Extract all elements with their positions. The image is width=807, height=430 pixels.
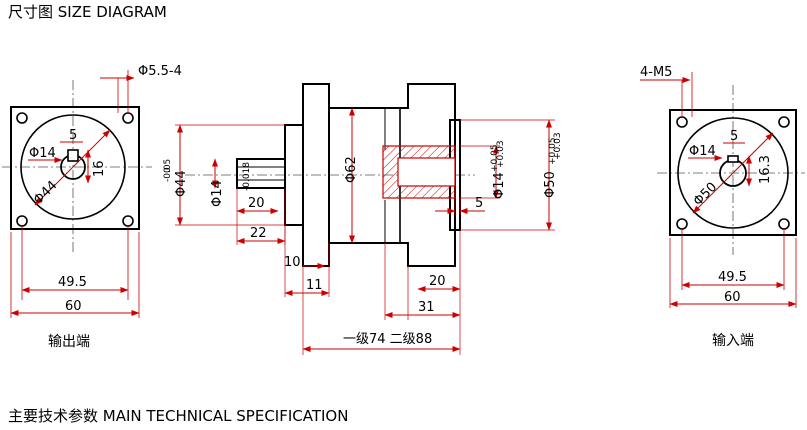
dim-bore-dia: Φ14 xyxy=(492,172,507,199)
tol-adaptor-lower: +0.03 xyxy=(553,132,563,160)
flange-outline xyxy=(669,109,797,236)
tol-pilot-lower: -0.05 xyxy=(163,159,173,182)
tol-bore-lower: +0.03 xyxy=(496,140,506,168)
dim-adaptor-dia: Φ50 xyxy=(543,171,558,198)
dim-input-length: 20 xyxy=(429,274,446,289)
dim-shaft-length: 20 xyxy=(248,196,265,211)
hole-callout: 4-M5 xyxy=(640,65,672,80)
bolt-hole xyxy=(16,215,28,227)
bolt-hole xyxy=(778,218,790,230)
bolt-hole xyxy=(122,215,134,227)
tol-shaft: -0.018 xyxy=(242,162,252,191)
dim-flange-thickness: 11 xyxy=(306,278,323,293)
output-shaft xyxy=(236,158,286,189)
tol-bore-upper: +0.05 xyxy=(490,144,500,172)
dim-key-width: 5 xyxy=(69,128,77,143)
shaft-key xyxy=(67,149,79,162)
dim-shaft-total: 22 xyxy=(250,226,267,241)
dim-pilot-dia: Φ44 xyxy=(174,170,189,197)
view-caption: 输入端 xyxy=(712,333,754,349)
bolt-hole xyxy=(676,218,688,230)
dim-adaptor-thickness: 5 xyxy=(475,196,483,211)
page-title: 尺寸图 SIZE DIAGRAM xyxy=(8,3,167,21)
dim-flange-width: 60 xyxy=(65,299,82,314)
dim-bolt-spacing: 49.5 xyxy=(58,275,87,290)
dim-housing-dia: Φ62 xyxy=(344,156,359,183)
gear-housing xyxy=(328,83,456,267)
dim-keyway-depth: 16.3 xyxy=(758,155,773,184)
dim-pilot-dia: Φ50 xyxy=(691,180,721,210)
flange-outline xyxy=(10,106,140,230)
pilot-circle xyxy=(677,117,789,229)
dim-key-height: 16 xyxy=(92,160,107,177)
bolt-hole xyxy=(16,112,28,124)
input-bore xyxy=(397,157,456,187)
dim-input-total: 31 xyxy=(418,300,435,315)
tol-pilot-upper: 0 xyxy=(163,167,173,173)
bolt-hole xyxy=(778,116,790,128)
dim-bolt-spacing: 49.5 xyxy=(718,270,747,285)
dim-flange-width: 60 xyxy=(724,290,741,305)
dim-shaft-dia: Φ14 xyxy=(29,146,56,161)
pilot-circle xyxy=(20,114,126,220)
side-view: Φ44 0 -0.05 Φ14 -0.018 20 22 Φ62 10 11 Φ… xyxy=(163,83,563,355)
dim-shaft-dia: Φ14 xyxy=(210,180,225,207)
output-end-view: Φ5.5-4 5 Φ14 16 Φ44 49.5 60 输出端 xyxy=(2,64,182,350)
view-caption: 输出端 xyxy=(48,334,90,350)
hole-callout: Φ5.5-4 xyxy=(138,64,182,79)
dim-total-length: 一级74 二级88 xyxy=(343,332,432,347)
bolt-hole xyxy=(676,116,688,128)
tol-adaptor-upper: +0.05 xyxy=(548,137,558,165)
dim-bore-dia: Φ14 xyxy=(689,144,716,159)
input-end-view: 4-M5 5 Φ14 16.3 Φ50 49.5 60 输入端 xyxy=(640,65,805,349)
bolt-hole xyxy=(122,112,134,124)
specification-heading: 主要技术参数 MAIN TECHNICAL SPECIFICATION xyxy=(8,407,349,425)
bore-keyway xyxy=(727,155,739,163)
dim-pilot-thickness: 10 xyxy=(284,255,301,270)
dim-key-width: 5 xyxy=(730,129,738,144)
